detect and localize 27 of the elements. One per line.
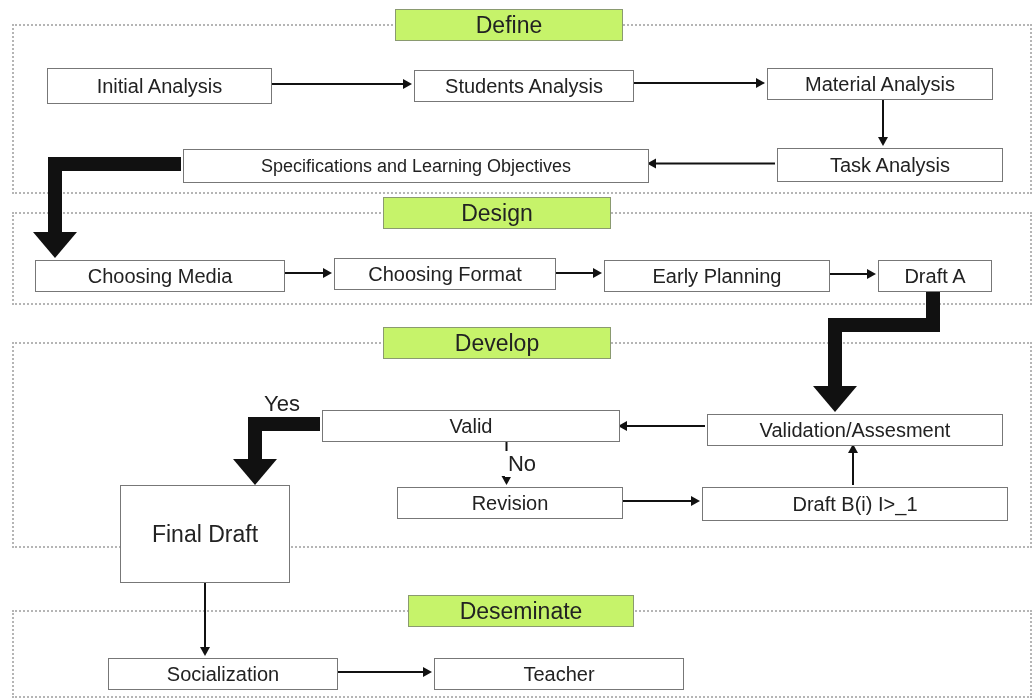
arrow (618, 421, 706, 431)
process-box: Early Planning (604, 260, 830, 292)
process-box: Validation/Assesment (707, 414, 1003, 446)
process-box: Teacher (434, 658, 684, 690)
phase-label: Design (383, 197, 611, 229)
process-box: Final Draft (120, 485, 290, 583)
process-box: Specifications and Learning Objectives (183, 149, 649, 183)
arrow (647, 158, 776, 169)
process-box: Socialization (108, 658, 338, 690)
process-box: Choosing Media (35, 260, 285, 292)
phase-label: Develop (383, 327, 611, 359)
arrow (200, 582, 210, 656)
arrow (848, 444, 858, 486)
thick-arrow (813, 290, 940, 412)
process-box: Task Analysis (777, 148, 1003, 182)
process-box: Students Analysis (414, 70, 634, 102)
thick-arrow (233, 417, 320, 485)
process-box: Valid (322, 410, 620, 442)
thick-arrow (33, 157, 181, 258)
process-box: Choosing Format (334, 258, 556, 290)
phase-label: Define (395, 9, 623, 41)
process-box: Material Analysis (767, 68, 993, 100)
process-box: Revision (397, 487, 623, 519)
phase-label: Deseminate (408, 595, 634, 627)
process-box: Draft A (878, 260, 992, 292)
process-box: Initial Analysis (47, 68, 272, 104)
process-box: Draft B(i) I>_1 (702, 487, 1008, 521)
